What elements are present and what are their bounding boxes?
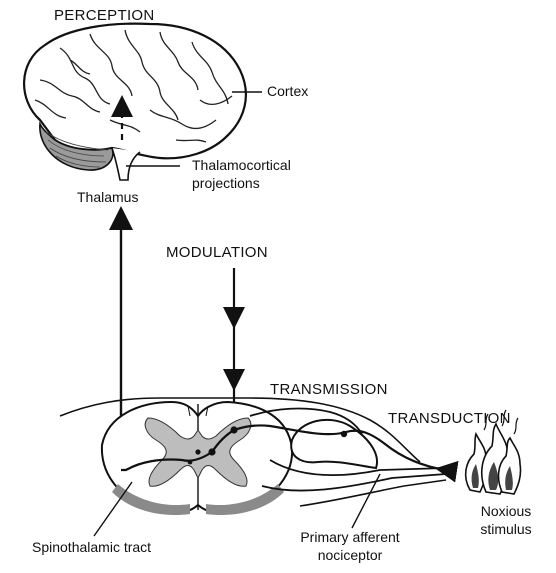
thalamocortical-label-line2: projections <box>192 176 260 191</box>
noxious-stimulus-label-line1: Noxious <box>466 504 546 519</box>
crossing-node <box>188 460 193 465</box>
primary-afferent-label-line2: nociceptor <box>280 548 420 563</box>
thalamus-label: Thalamus <box>77 190 138 205</box>
spinothalamic-tract-label: Spinothalamic tract <box>32 540 151 555</box>
cortex-label: Cortex <box>267 84 308 99</box>
dorsal-root-ganglion-outline <box>291 420 377 468</box>
primary-afferent-leader-line <box>352 474 380 528</box>
spinothalamic-leader-line <box>94 482 132 536</box>
transmission-label: TRANSMISSION <box>270 382 388 399</box>
ganglion-cell-body <box>341 431 347 437</box>
thalamocortical-label-line1: Thalamocortical <box>192 158 291 173</box>
transduction-label: TRANSDUCTION <box>388 411 511 428</box>
brainstem <box>112 148 140 180</box>
modulation-label: MODULATION <box>166 245 268 262</box>
perception-label: PERCEPTION <box>54 8 155 25</box>
noxious-stimulus-label-line2: stimulus <box>466 522 546 537</box>
synapse-dorsal-horn <box>230 426 237 433</box>
flame-smoke-3 <box>514 418 518 434</box>
primary-afferent-label-line1: Primary afferent <box>280 530 420 545</box>
spinal-nerve-lower <box>262 474 446 491</box>
nerve-outer-lower <box>300 480 446 506</box>
central-canal <box>195 449 200 454</box>
